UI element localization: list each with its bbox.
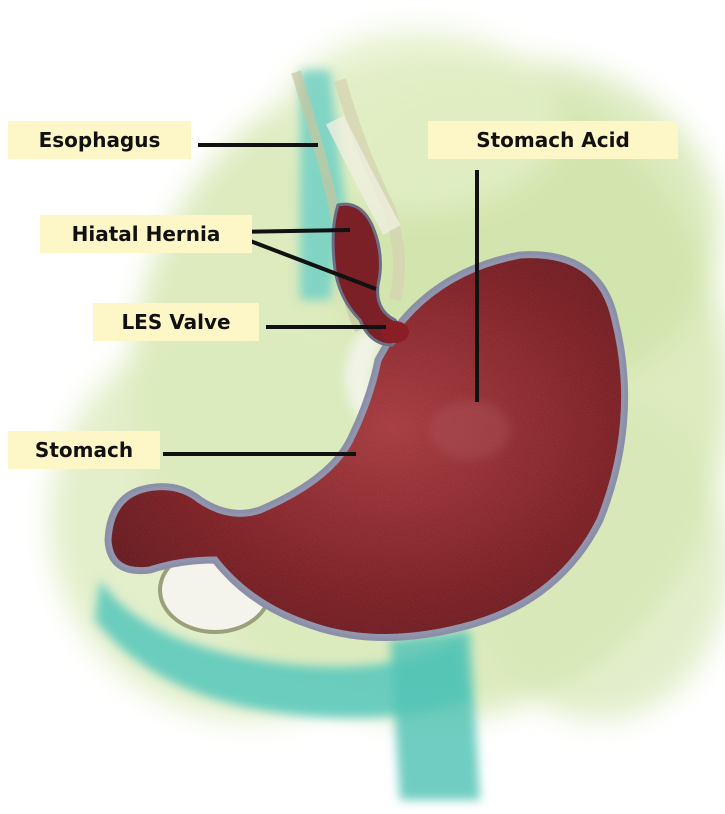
label-stomach: Stomach [8, 431, 160, 469]
label-hiatal-hernia: Hiatal Hernia [40, 215, 252, 253]
label-esophagus: Esophagus [8, 121, 191, 159]
label-stomach-acid: Stomach Acid [428, 121, 678, 159]
label-les-valve: LES Valve [93, 303, 259, 341]
